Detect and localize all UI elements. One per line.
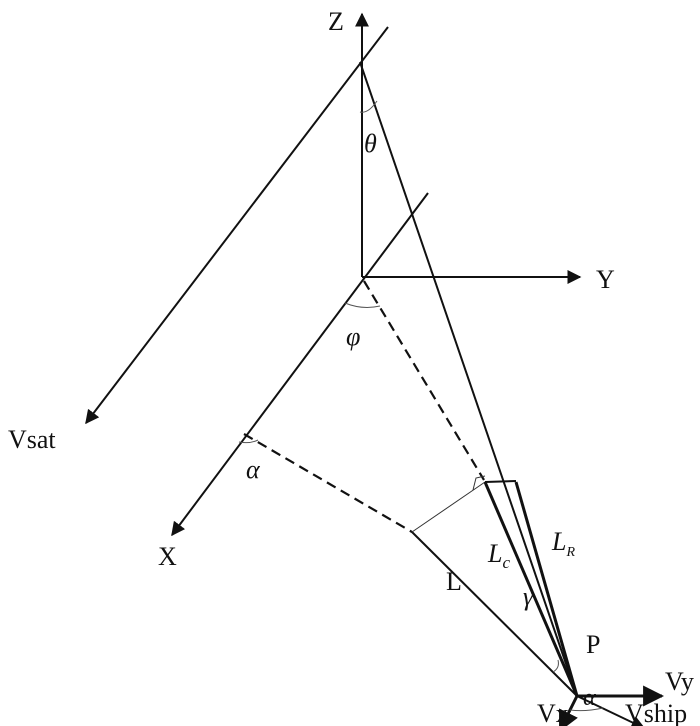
top-connector <box>484 480 517 483</box>
lr-label: LR <box>551 527 575 560</box>
lc-label: Lc <box>487 539 510 572</box>
vsat-arrow <box>85 26 389 425</box>
vsat-label: Vsat <box>8 425 56 454</box>
lr-main: L <box>551 527 566 556</box>
alpha-label-x: α <box>246 455 261 484</box>
vship-label: Vship <box>625 699 687 726</box>
alpha-label-p: α <box>583 685 596 711</box>
y-axis-label: Y <box>596 265 615 294</box>
gamma-label: γ <box>523 582 534 611</box>
phi-label: φ <box>346 322 360 351</box>
lc-sub: c <box>502 553 510 572</box>
phi-arc <box>344 302 381 308</box>
gamma-arc <box>552 659 559 673</box>
vx-arrow <box>559 695 579 726</box>
lr-line <box>359 61 578 697</box>
lr-segment <box>514 481 579 697</box>
vship-arrow <box>576 695 646 726</box>
point-p-label: P <box>586 630 600 659</box>
x-axis <box>171 192 429 537</box>
x-axis-label: X <box>158 542 177 571</box>
lc-line <box>483 481 579 697</box>
theta-arc <box>359 100 378 113</box>
alpha-arc-p <box>569 707 604 712</box>
lr-sub: R <box>565 545 575 560</box>
l-line <box>411 531 578 697</box>
vy-label: Vy <box>665 667 694 696</box>
theta-label: θ <box>364 129 377 158</box>
vx-label: Vx <box>537 699 569 726</box>
ground-projection-dashed <box>363 280 485 481</box>
lc-main: L <box>487 539 502 568</box>
l-label: L <box>446 567 462 596</box>
right-angle-mark <box>472 475 486 491</box>
perpendicular-line <box>411 481 486 533</box>
alpha-arc-x <box>238 439 259 444</box>
ship-track-dashed <box>243 433 413 533</box>
z-axis-label: Z <box>328 7 344 36</box>
